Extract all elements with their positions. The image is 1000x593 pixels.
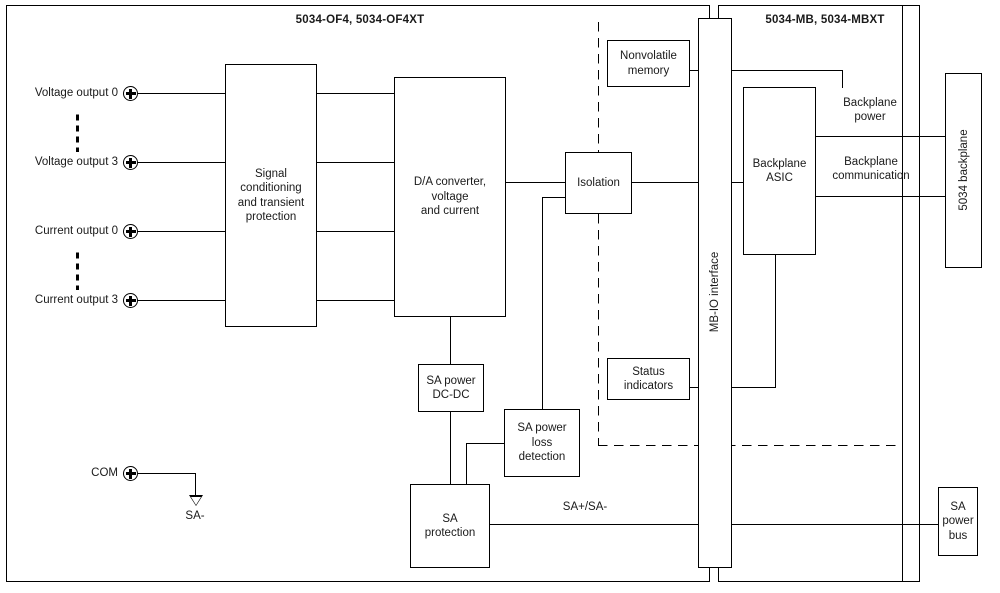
block-da-converter[interactable]: D/A converter, voltage and current xyxy=(394,77,506,317)
wire-isolation-to-mbio xyxy=(632,182,699,184)
wire-voltage-output-0 xyxy=(138,93,226,95)
wire-status-indicators-to-mbio xyxy=(690,387,699,389)
sa-minus-arrow-inner xyxy=(190,496,201,505)
wire-sc-to-dac-1 xyxy=(317,93,395,95)
isolation-barrier-vertical-lower xyxy=(598,214,600,446)
block-nonvolatile-memory[interactable]: Nonvolatile memory xyxy=(607,40,690,87)
ellipsis-voltage-outputs xyxy=(76,110,79,152)
block-5034-backplane[interactable] xyxy=(945,73,982,268)
terminal-label-com: COM xyxy=(91,467,118,479)
terminal-label-voltage-output-3: Voltage output 3 xyxy=(34,156,118,168)
isolation-barrier-horizontal xyxy=(598,445,900,447)
block-sa-power-dcdc[interactable]: SA power DC-DC xyxy=(418,364,484,412)
block-sa-power-loss-detection[interactable]: SA power loss detection xyxy=(504,409,580,477)
terminal-label-voltage-output-0: Voltage output 0 xyxy=(34,87,118,99)
wire-mbio-to-asic-top-drop xyxy=(842,70,844,88)
screw-terminal-icon-voltage-output-0[interactable] xyxy=(123,86,138,101)
screw-terminal-icon-current-output-0[interactable] xyxy=(123,224,138,239)
ellipsis-current-outputs xyxy=(76,248,79,290)
label-backplane-power: Backplane power xyxy=(843,97,897,124)
wire-sc-to-dac-4 xyxy=(317,300,395,302)
wire-mbio-to-asic-bottom xyxy=(732,387,776,389)
left-module-title: 5034-OF4, 5034-OF4XT xyxy=(295,14,425,26)
wire-current-output-0 xyxy=(138,231,226,233)
wire-sapld-to-sa-protection-v xyxy=(466,443,468,484)
wire-dac-to-sa-power-dcdc xyxy=(450,317,452,364)
label-sa-minus: SA- xyxy=(185,510,205,522)
block-isolation[interactable]: Isolation xyxy=(565,152,632,214)
wire-sa-bus-right xyxy=(732,524,938,526)
wire-mbio-to-asic-top xyxy=(732,70,843,72)
wire-isolation-to-sapld-top xyxy=(542,197,566,199)
block-5034-backplane-label: 5034 backplane xyxy=(958,129,970,211)
wire-asic-to-bottom-bus xyxy=(775,255,777,388)
label-sa-plus-minus: SA+/SA- xyxy=(562,501,608,513)
screw-terminal-icon-com[interactable] xyxy=(123,466,138,481)
wire-right-panel-riser xyxy=(902,5,904,582)
screw-terminal-icon-current-output-3[interactable] xyxy=(123,293,138,308)
block-mb-io-interface[interactable] xyxy=(698,18,732,568)
wire-sc-to-dac-2 xyxy=(317,162,395,164)
label-backplane-communication: Backplane communication xyxy=(832,156,910,183)
wire-com-horizontal xyxy=(138,473,196,475)
terminal-label-current-output-0: Current output 0 xyxy=(34,225,118,237)
screw-terminal-icon-voltage-output-3[interactable] xyxy=(123,155,138,170)
wire-sa-bus-to-mbio xyxy=(490,524,699,526)
block-sa-power-bus[interactable]: SA power bus xyxy=(938,487,978,556)
wire-dac-to-isolation xyxy=(506,182,566,184)
wire-dcdc-to-sa-protection xyxy=(450,412,452,484)
block-backplane-asic[interactable]: Backplane ASIC xyxy=(743,87,816,255)
wire-mbio-to-asic-mid xyxy=(732,182,744,184)
block-sa-protection[interactable]: SA protection xyxy=(410,484,490,568)
block-signal-conditioning[interactable]: Signal conditioning and transient protec… xyxy=(225,64,317,327)
right-module-title: 5034-MB, 5034-MBXT xyxy=(765,14,885,26)
wire-current-output-3 xyxy=(138,300,226,302)
wire-nvm-to-mbio xyxy=(690,70,699,72)
wire-sapld-to-sa-protection-h xyxy=(466,443,504,445)
wire-isolation-to-sapld-vertical xyxy=(542,197,544,443)
isolation-barrier-vertical xyxy=(598,22,600,153)
block-mb-io-interface-label: MB-IO interface xyxy=(709,251,721,333)
wire-voltage-output-3 xyxy=(138,162,226,164)
wire-backplane-power xyxy=(816,136,945,138)
wire-com-vertical xyxy=(195,473,197,497)
block-status-indicators[interactable]: Status indicators xyxy=(607,358,690,400)
wire-sc-to-dac-3 xyxy=(317,231,395,233)
terminal-label-current-output-3: Current output 3 xyxy=(34,294,118,306)
wire-backplane-communication xyxy=(816,196,945,198)
